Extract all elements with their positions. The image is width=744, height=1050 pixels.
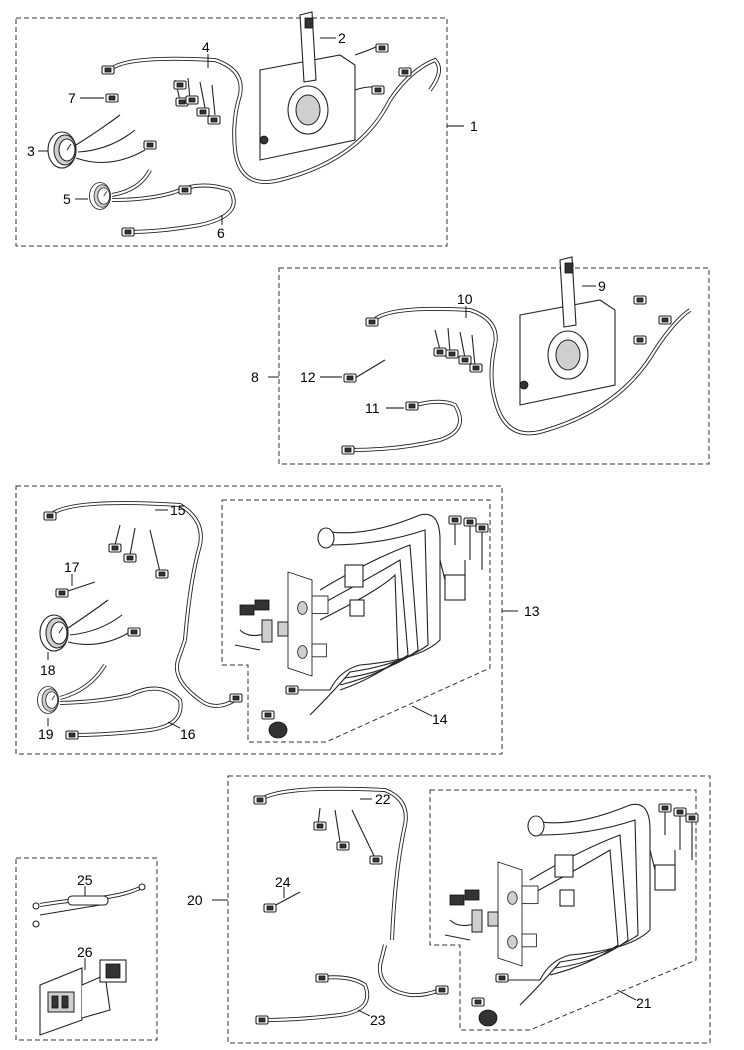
connector-7 xyxy=(105,93,119,103)
callout-5: 5 xyxy=(63,191,71,207)
callout-7: 7 xyxy=(68,90,76,106)
callout-23: 23 xyxy=(370,1012,386,1028)
callout-19: 19 xyxy=(38,726,54,742)
callout-18: 18 xyxy=(40,662,56,678)
assembly-14-box xyxy=(221,499,491,743)
assembly-1-box xyxy=(15,17,448,247)
callout-22: 22 xyxy=(375,791,391,807)
key-switch-14 xyxy=(234,599,289,651)
assembly-25-26-box xyxy=(15,857,158,1041)
callout-4: 4 xyxy=(202,39,210,55)
connector-24 xyxy=(263,891,301,913)
callout-9: 9 xyxy=(598,278,606,294)
harness-22 xyxy=(253,786,449,998)
callout-8: 8 xyxy=(251,369,259,385)
key-switch-21 xyxy=(444,889,499,941)
callout-14: 14 xyxy=(432,711,448,727)
callout-24: 24 xyxy=(275,874,291,890)
main-harness-14 xyxy=(261,513,489,739)
lead-wire-25 xyxy=(32,883,146,928)
trim-switch-26 xyxy=(39,959,127,1036)
callout-2: 2 xyxy=(338,30,346,46)
assembly-21-box xyxy=(429,789,697,1031)
harness-4 xyxy=(101,56,441,184)
connector-12 xyxy=(343,359,386,383)
switch-panel-21 xyxy=(497,861,539,967)
assembly-13-box xyxy=(15,485,503,755)
callout-12: 12 xyxy=(300,369,316,385)
assembly-20: 20 21 22 24 2 xyxy=(187,775,711,1044)
assembly-1: 1 4 2 7 3 xyxy=(15,11,478,247)
connector-17 xyxy=(55,581,96,598)
harness-15 xyxy=(43,501,203,641)
gauge-5 xyxy=(89,182,111,210)
callout-17: 17 xyxy=(64,559,80,575)
main-harness-21 xyxy=(471,803,699,1027)
callout-16: 16 xyxy=(180,726,196,742)
harness-10 xyxy=(365,306,692,436)
callout-25: 25 xyxy=(77,872,93,888)
harness-23 xyxy=(255,973,370,1025)
gauge-3 xyxy=(47,131,77,169)
callout-11: 11 xyxy=(365,400,380,416)
callout-10: 10 xyxy=(457,291,473,307)
callout-20: 20 xyxy=(187,892,203,908)
callout-6: 6 xyxy=(217,225,225,241)
assembly-20-box xyxy=(227,775,711,1044)
harness-11 xyxy=(341,399,462,455)
callout-15: 15 xyxy=(170,502,186,518)
callout-1: 1 xyxy=(470,118,478,134)
callout-13: 13 xyxy=(524,603,540,619)
assembly-13: 13 14 15 17 18 xyxy=(15,485,540,755)
assembly-25-26: 25 26 xyxy=(15,857,158,1041)
switch-panel-14 xyxy=(287,571,329,677)
gauge-18 xyxy=(39,614,69,652)
callout-3: 3 xyxy=(27,143,35,159)
callout-26: 26 xyxy=(77,944,93,960)
gauge-19 xyxy=(37,686,59,714)
assembly-8: 8 10 9 12 11 xyxy=(251,256,710,465)
callout-21: 21 xyxy=(636,995,652,1011)
assembly-8-box xyxy=(278,267,710,465)
